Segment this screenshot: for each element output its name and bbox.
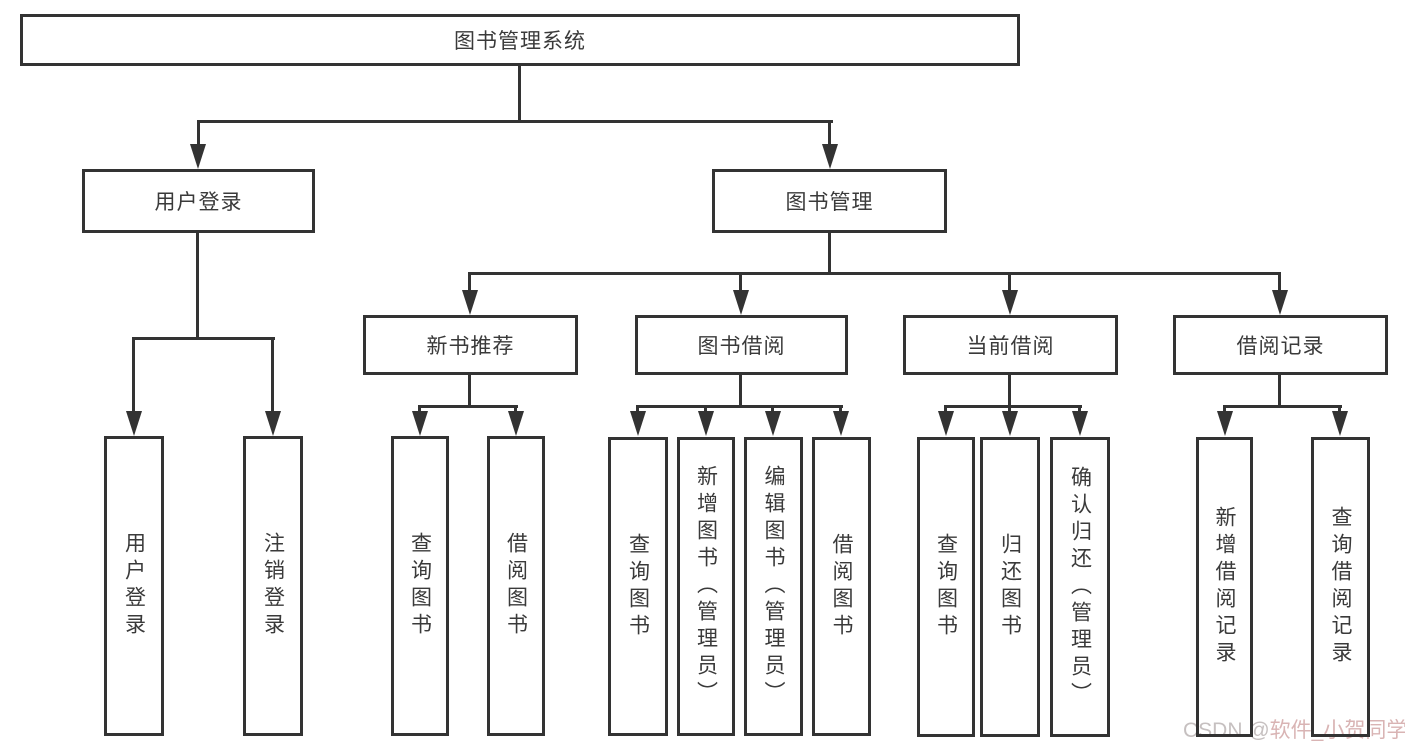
leaf-add-books-admin: 新增图书（管理员） xyxy=(677,437,735,736)
leaf-edit-books-admin: 编辑图书（管理员） xyxy=(744,437,803,736)
node-current-borrowing: 当前借阅 xyxy=(903,315,1118,375)
connector-arrow xyxy=(630,411,646,436)
leaf-return-books-label: 归还图书 xyxy=(998,533,1022,641)
connector-line xyxy=(636,405,843,408)
connector-line xyxy=(739,375,742,405)
leaf-query-books-2-label: 查询图书 xyxy=(626,532,650,641)
leaf-borrow-books-1: 借阅图书 xyxy=(487,436,545,736)
leaf-confirm-return-admin-label: 确认归还（管理员） xyxy=(1068,465,1092,709)
node-borrow-records: 借阅记录 xyxy=(1173,315,1388,375)
connector-arrow xyxy=(698,411,714,436)
leaf-borrow-books-2: 借阅图书 xyxy=(812,437,871,736)
connector-line xyxy=(271,337,274,412)
node-root: 图书管理系统 xyxy=(20,14,1020,66)
connector-line xyxy=(839,405,842,414)
connector-arrow xyxy=(938,411,954,436)
connector-line xyxy=(514,405,517,414)
connector-line xyxy=(828,232,831,272)
leaf-query-books-3: 查询图书 xyxy=(917,437,975,737)
connector-line xyxy=(132,337,135,412)
connector-arrow xyxy=(1002,290,1018,315)
leaf-return-books: 归还图书 xyxy=(980,437,1040,737)
node-borrow-records-label: 借阅记录 xyxy=(1236,335,1325,358)
node-user-login: 用户登录 xyxy=(82,169,315,233)
leaf-logout-label: 注销登录 xyxy=(261,532,285,640)
connector-line xyxy=(1008,405,1011,414)
connector-line xyxy=(196,232,199,337)
connector-arrow xyxy=(1217,411,1233,436)
node-current-borrowing-label: 当前借阅 xyxy=(966,335,1055,358)
connector-line xyxy=(418,405,518,408)
connector-arrow xyxy=(822,144,838,169)
connector-line xyxy=(468,375,471,405)
connector-line xyxy=(1223,405,1226,414)
watermark-author: 软件_小贺同学 xyxy=(1269,719,1405,742)
connector-arrow xyxy=(733,290,749,315)
node-user-login-label: 用户登录 xyxy=(154,191,243,214)
connector-arrow xyxy=(1332,411,1348,436)
connector-arrow xyxy=(765,411,781,436)
leaf-edit-books-admin-label: 编辑图书（管理员） xyxy=(762,465,786,708)
connector-line xyxy=(1078,405,1081,414)
leaf-borrow-books-1-label: 借阅图书 xyxy=(504,532,528,640)
connector-line xyxy=(1338,405,1341,414)
connector-line xyxy=(828,120,831,146)
leaf-query-books-1-label: 查询图书 xyxy=(408,532,432,640)
leaf-confirm-return-admin: 确认归还（管理员） xyxy=(1050,437,1110,737)
connector-arrow xyxy=(508,411,524,436)
connector-arrow xyxy=(1272,290,1288,315)
leaf-add-books-admin-label: 新增图书（管理员） xyxy=(694,465,718,708)
connector-line xyxy=(704,405,707,414)
leaf-user-login-label: 用户登录 xyxy=(122,532,146,640)
leaf-query-books-1: 查询图书 xyxy=(391,436,449,736)
node-book-borrowing: 图书借阅 xyxy=(635,315,848,375)
connector-line xyxy=(1278,375,1281,405)
leaf-query-borrow-record-label: 查询借阅记录 xyxy=(1329,506,1353,668)
connector-line xyxy=(197,120,833,123)
connector-line xyxy=(944,405,1082,408)
connector-line xyxy=(1008,272,1011,292)
leaf-query-books-2: 查询图书 xyxy=(608,437,668,736)
connector-arrow xyxy=(1072,411,1088,436)
leaf-borrow-books-2-label: 借阅图书 xyxy=(830,532,854,641)
connector-arrow xyxy=(265,411,281,436)
node-new-book-recommend: 新书推荐 xyxy=(363,315,578,375)
node-book-management-label: 图书管理 xyxy=(785,191,874,214)
connector-arrow xyxy=(1002,411,1018,436)
node-book-borrowing-label: 图书借阅 xyxy=(697,335,786,358)
connector-line xyxy=(636,405,639,414)
node-new-book-recommend-label: 新书推荐 xyxy=(426,335,515,358)
connector-arrow xyxy=(462,290,478,315)
connector-line xyxy=(132,337,275,340)
connector-line xyxy=(739,272,742,292)
leaf-user-login: 用户登录 xyxy=(104,436,164,736)
leaf-query-books-3-label: 查询图书 xyxy=(934,533,958,641)
node-root-label: 图书管理系统 xyxy=(454,30,586,53)
connector-line xyxy=(1223,405,1342,408)
connector-arrow xyxy=(126,411,142,436)
leaf-add-borrow-record: 新增借阅记录 xyxy=(1196,437,1253,737)
connector-arrow xyxy=(833,411,849,436)
connector-line xyxy=(418,405,421,414)
node-book-management: 图书管理 xyxy=(712,169,947,233)
connector-line xyxy=(518,66,521,120)
connector-line xyxy=(197,120,200,146)
connector-line xyxy=(1278,272,1281,292)
leaf-logout: 注销登录 xyxy=(243,436,303,736)
leaf-query-borrow-record: 查询借阅记录 xyxy=(1311,437,1370,737)
connector-line xyxy=(1008,375,1011,405)
connector-line xyxy=(468,272,1281,275)
connector-line xyxy=(771,405,774,414)
connector-line xyxy=(468,272,471,292)
connector-arrow xyxy=(190,144,206,169)
connector-line xyxy=(944,405,947,414)
connector-arrow xyxy=(412,411,428,436)
leaf-add-borrow-record-label: 新增借阅记录 xyxy=(1213,506,1237,668)
